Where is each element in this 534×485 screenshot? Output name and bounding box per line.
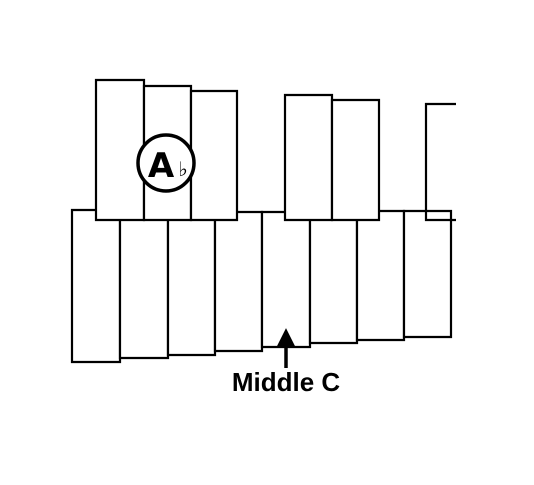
white-key <box>355 209 406 342</box>
white-key <box>260 210 312 349</box>
white-key <box>402 209 453 339</box>
middle-c-label: Middle C <box>232 367 341 397</box>
white-keys <box>70 208 453 364</box>
white-key <box>308 210 359 345</box>
white-key <box>166 213 217 357</box>
arrow-up-icon <box>276 328 296 348</box>
partial-black-key <box>424 102 456 222</box>
black-key <box>330 98 381 222</box>
black-key <box>283 93 334 222</box>
note-badge: A ♭ <box>136 133 196 193</box>
middle-c-marker: Middle C <box>232 328 341 397</box>
white-key <box>118 213 170 360</box>
black-key <box>189 89 239 222</box>
white-key <box>213 210 264 353</box>
note-letter: A <box>148 146 175 186</box>
black-key <box>94 78 146 222</box>
white-key <box>70 208 122 364</box>
note-accidental: ♭ <box>178 157 187 181</box>
note-badge-circle <box>136 133 196 193</box>
